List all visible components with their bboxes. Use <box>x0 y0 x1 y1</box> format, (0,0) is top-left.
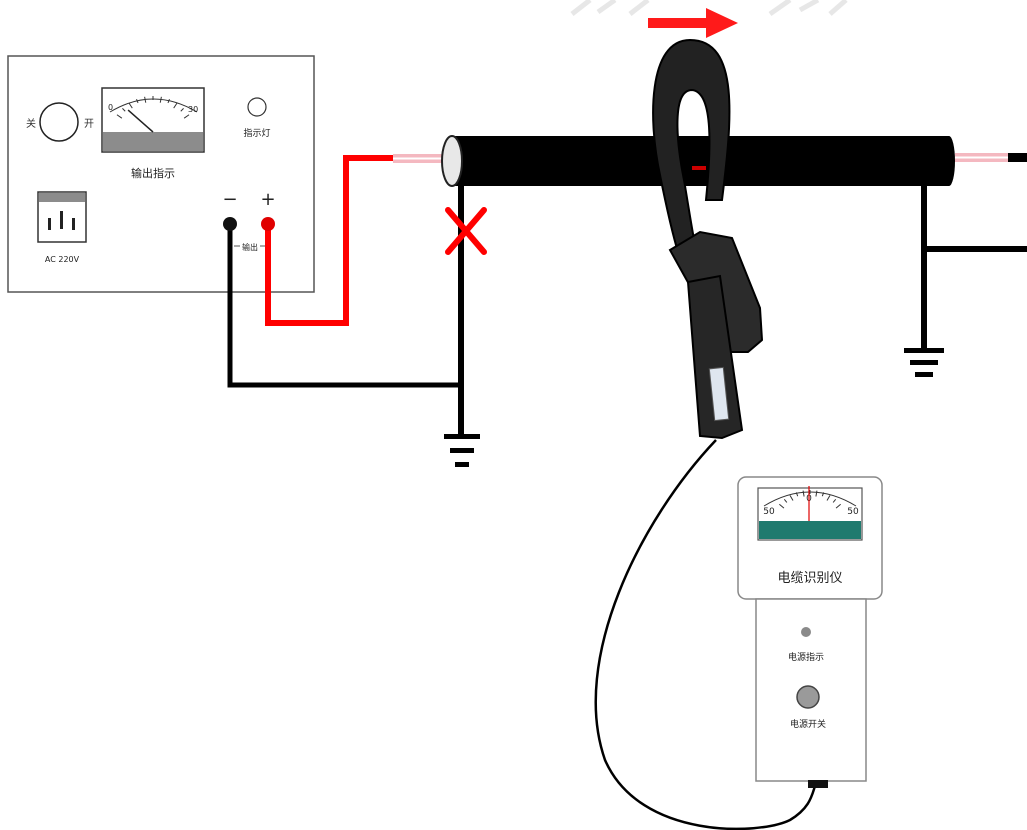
clamp-icon <box>652 38 764 440</box>
meter-band <box>103 132 203 151</box>
meter-tick <box>779 503 785 509</box>
meter-tick <box>128 102 133 109</box>
receiver-unit: 50 0 50 电缆识别仪 电源指示 电源开关 <box>737 476 883 788</box>
meter-tick <box>122 108 126 112</box>
meter-tick <box>795 492 799 497</box>
meter-tick <box>826 495 831 501</box>
indicator-label: 指示灯 <box>243 127 270 139</box>
meter-tick <box>835 503 841 509</box>
meter-needle <box>127 109 154 133</box>
cable-end-left <box>441 135 463 187</box>
watermark-icon <box>570 0 848 17</box>
meter-scale-min: 0 <box>108 103 113 112</box>
indicator-lamp-icon <box>247 97 267 117</box>
meter-scale-left: 50 <box>763 507 775 517</box>
output-label: 输出 <box>242 242 258 252</box>
minus-label: − <box>222 189 237 210</box>
power-switch-label: 电源开关 <box>790 718 826 730</box>
meter-tick <box>136 99 139 104</box>
meter-band <box>759 521 861 539</box>
meter-tick <box>183 114 190 119</box>
meter-tick <box>180 108 184 112</box>
cable <box>441 135 955 187</box>
meter-scale-max: 30 <box>188 105 198 114</box>
meter-caption: 输出指示 <box>131 166 175 180</box>
minus-terminal <box>223 217 237 231</box>
meter-tick <box>159 96 162 103</box>
meter-tick <box>815 490 818 497</box>
return-wire <box>227 224 461 388</box>
receiver-meter: 50 0 50 <box>757 486 863 541</box>
meter-tick <box>116 114 123 119</box>
meter-tick <box>167 99 170 104</box>
switch-off-label: 关 <box>26 117 36 130</box>
meter-tick <box>783 499 788 503</box>
transmitter-unit: 关 开 0 30 输出指示 指示灯 AC 220V − + 输 <box>7 55 315 293</box>
meter-scale-right: 50 <box>847 507 859 517</box>
cable-end-right <box>943 136 955 186</box>
plus-label: + <box>260 189 275 210</box>
break-x-icon <box>445 207 487 255</box>
meter-tick <box>802 490 805 497</box>
socket-label: AC 220V <box>45 255 80 264</box>
output-meter: 0 30 <box>101 87 205 153</box>
meter-ticks <box>116 96 190 119</box>
meter-tick <box>789 495 794 501</box>
meter-tick <box>832 499 837 503</box>
meter-tick <box>144 96 147 103</box>
switch-on-label: 开 <box>84 119 94 130</box>
ground-icon <box>904 348 944 377</box>
meter-tick <box>173 102 178 109</box>
receiver-title: 电缆识别仪 <box>777 570 842 586</box>
power-socket-icon <box>37 191 87 243</box>
power-indicator-label: 电源指示 <box>788 651 824 663</box>
meter-tick <box>821 492 825 497</box>
power-switch-button[interactable] <box>796 685 820 709</box>
plus-terminal <box>261 217 275 231</box>
power-indicator-icon <box>801 627 811 637</box>
meter-ticks <box>779 490 841 509</box>
direction-arrow-icon <box>648 8 738 38</box>
ground-icon <box>444 434 480 467</box>
power-switch-icon[interactable] <box>39 102 79 142</box>
clamp-lead <box>594 439 817 830</box>
signal-wire <box>265 155 395 326</box>
receiver-connector <box>808 780 828 788</box>
